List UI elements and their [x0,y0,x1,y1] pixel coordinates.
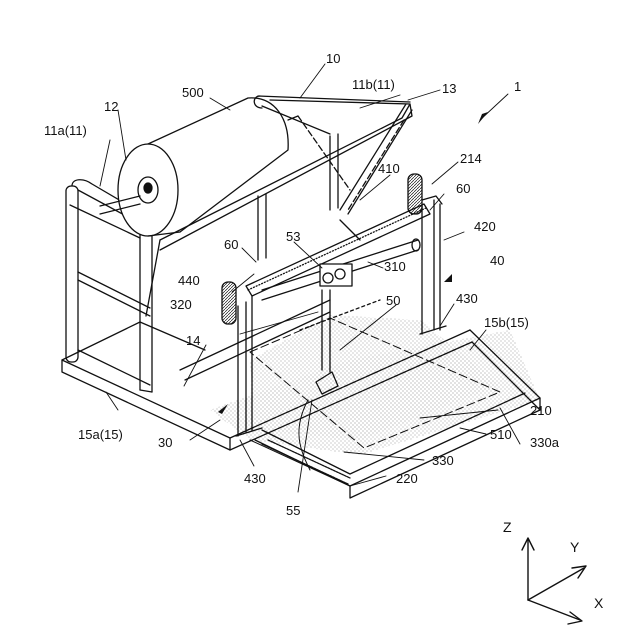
ref-label-214: 214 [460,152,482,166]
ref-label-500: 500 [182,86,204,100]
ref-label-12: 12 [104,100,118,114]
ref-label-420: 420 [474,220,496,234]
ref-label-310: 310 [384,260,406,274]
ref-label-13: 13 [442,82,456,96]
ref-label-15b: 15b(15) [484,316,529,330]
ref-label-1: 1 [514,80,521,94]
ref-label-50: 50 [386,294,400,308]
ref-label-53: 53 [286,230,300,244]
ref-label-10: 10 [326,52,340,66]
ref-label-220: 220 [396,472,418,486]
ref-label-40: 40 [490,254,504,268]
ref-label-330: 330 [432,454,454,468]
ref-label-15a: 15a(15) [78,428,123,442]
film-roll [100,98,298,236]
ref-label-14: 14 [186,334,200,348]
ref-label-430-right: 430 [456,292,478,306]
ref-label-55: 55 [286,504,300,518]
ref-label-60-left: 60 [224,238,238,252]
ref-label-440: 440 [178,274,200,288]
ref-label-30: 30 [158,436,172,450]
ref-label-11b: 11b(11) [352,78,395,92]
ref-label-430-left: 430 [244,472,266,486]
ref-label-11a: 11a(11) [44,124,87,138]
ref-label-60-right: 60 [456,182,470,196]
ref-label-320: 320 [170,298,192,312]
ref-label-510: 510 [490,428,512,442]
axis-label-x: X [594,596,603,610]
ref-label-330a: 330a [530,436,559,450]
ref-label-410: 410 [378,162,400,176]
axis-label-y: Y [570,540,579,554]
axis-label-z: Z [503,520,512,534]
ref-label-210: 210 [530,404,552,418]
